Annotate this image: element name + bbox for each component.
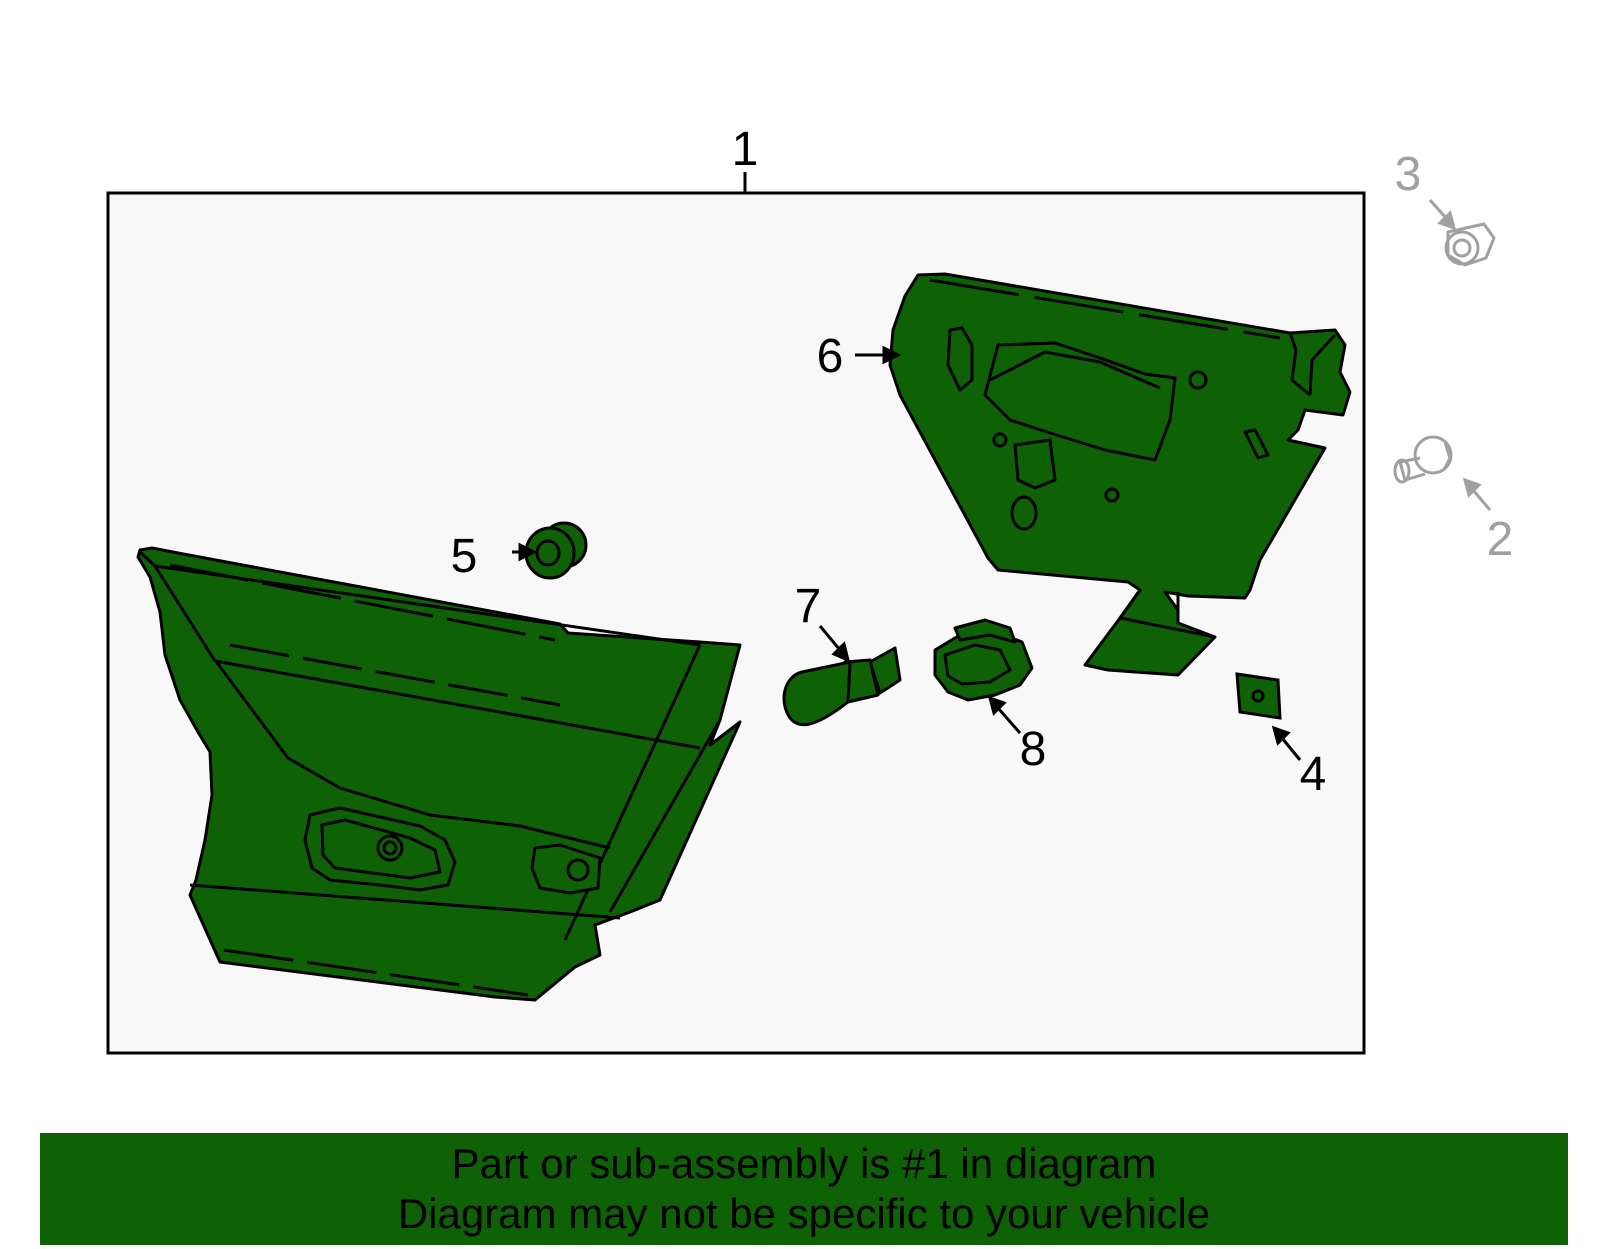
callout-7: 7 bbox=[795, 580, 822, 633]
grommet[interactable] bbox=[524, 521, 588, 580]
bulb-socket[interactable] bbox=[933, 618, 1034, 702]
tail-lamp-housing[interactable] bbox=[136, 546, 742, 1002]
callout-8: 8 bbox=[1020, 723, 1047, 776]
push-nut-part-3[interactable] bbox=[1444, 222, 1496, 267]
lamp-bracket[interactable] bbox=[888, 272, 1352, 677]
bulb[interactable] bbox=[782, 646, 902, 727]
callout-6: 6 bbox=[817, 330, 844, 383]
callout-4: 4 bbox=[1300, 748, 1327, 801]
callout-1: 1 bbox=[732, 123, 759, 176]
leader-arrows bbox=[512, 345, 1302, 761]
leader-arrows-grey bbox=[1428, 199, 1492, 511]
info-banner: Part or sub-assembly is #1 in diagram Di… bbox=[40, 1133, 1568, 1245]
banner-line-2: Diagram may not be specific to your vehi… bbox=[397, 1190, 1211, 1237]
clip-nut[interactable] bbox=[1235, 672, 1282, 720]
banner-line-1: Part or sub-assembly is #1 in diagram bbox=[451, 1140, 1157, 1187]
callout-5: 5 bbox=[451, 530, 478, 583]
callout-2: 2 bbox=[1487, 513, 1514, 566]
screw-part-2[interactable] bbox=[1393, 435, 1453, 484]
callout-3: 3 bbox=[1395, 148, 1422, 201]
